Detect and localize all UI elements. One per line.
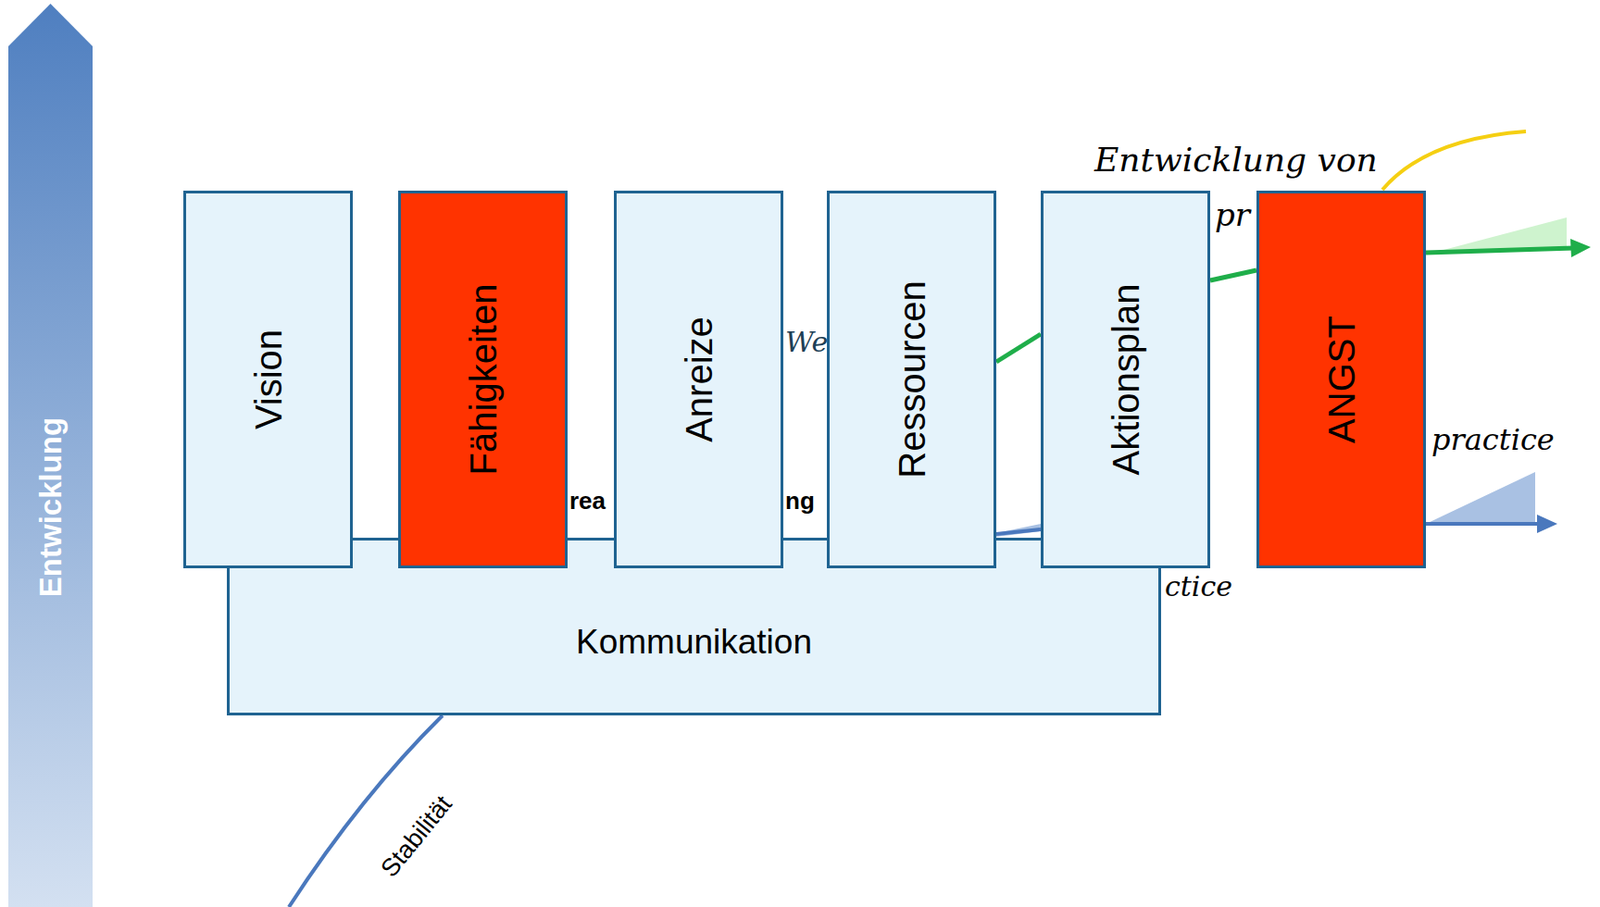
fear-box: ANGST xyxy=(1256,190,1426,569)
handwritten-fragment: We xyxy=(785,325,828,359)
factor-box: Anreize xyxy=(613,190,784,569)
factor-box: Ressourcen xyxy=(826,190,997,569)
yellow-line xyxy=(1382,131,1526,190)
factor-box: Aktionsplan xyxy=(1040,190,1211,569)
handwritten-note: practice xyxy=(1431,422,1555,458)
vertical-label: Anreize xyxy=(677,316,720,443)
blue-wedge xyxy=(1425,472,1536,525)
green-line xyxy=(996,334,1041,363)
factor-box: Vision xyxy=(183,190,353,569)
blue-arrow xyxy=(1425,522,1542,526)
vertical-label: ANGST xyxy=(1320,315,1363,444)
development-arrow: Entwicklung xyxy=(8,3,93,907)
blue-arrowhead xyxy=(1537,514,1558,534)
vertical-label: Ressourcen xyxy=(890,280,933,478)
blue-line xyxy=(996,529,1041,535)
text-fragment: rea xyxy=(569,487,606,516)
vertical-label: Fähigkeiten xyxy=(462,284,504,476)
box-label: Kommunikation xyxy=(575,623,813,663)
green-line xyxy=(1210,270,1257,281)
vertical-label: Entwicklung xyxy=(33,417,69,598)
handwritten-note: Entwicklung von xyxy=(1094,140,1378,179)
vertical-label: Aktionsplan xyxy=(1104,284,1147,476)
handwritten-fragment: pr xyxy=(1214,196,1250,234)
handwritten-fragment: ctice xyxy=(1164,570,1233,603)
blue-wedge xyxy=(996,524,1041,538)
green-arrow xyxy=(1425,248,1575,253)
axis-label: Stabilität xyxy=(375,790,458,884)
vertical-label: Vision xyxy=(247,329,289,430)
green-arrowhead xyxy=(1570,238,1591,258)
text-fragment: ng xyxy=(785,487,815,516)
missing-factor-box: Fähigkeiten xyxy=(398,190,568,569)
